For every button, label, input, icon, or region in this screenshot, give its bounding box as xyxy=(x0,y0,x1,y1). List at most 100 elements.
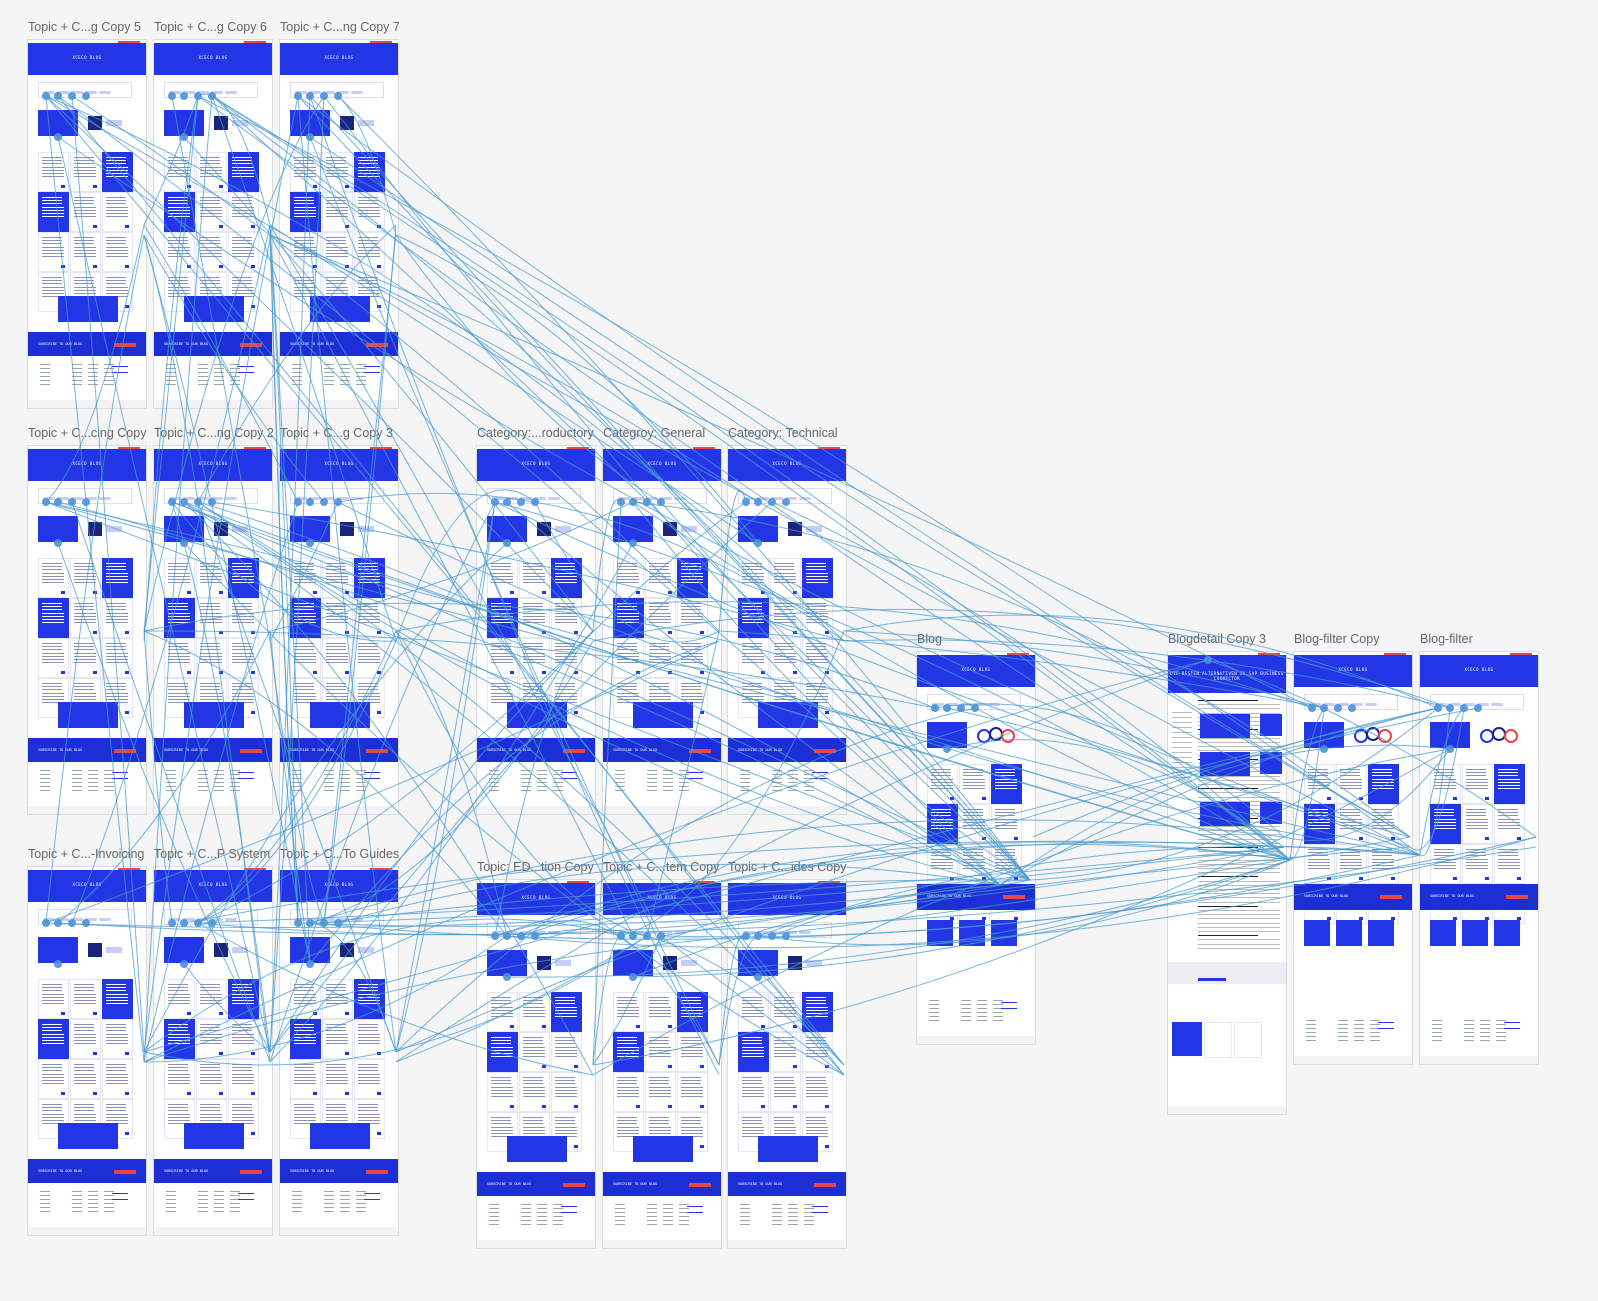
footer-link[interactable] xyxy=(553,1220,563,1221)
filter-chip[interactable] xyxy=(211,91,223,94)
read-more-icon[interactable] xyxy=(377,1092,381,1095)
post-card[interactable] xyxy=(770,638,801,678)
footer-link[interactable] xyxy=(166,380,176,381)
footer-link[interactable] xyxy=(521,774,531,775)
footer-link[interactable] xyxy=(663,1216,673,1217)
read-more-icon[interactable] xyxy=(125,711,129,714)
footer-link[interactable] xyxy=(663,786,673,787)
read-more-icon[interactable] xyxy=(187,631,191,634)
filter-bar[interactable] xyxy=(164,82,258,98)
footer-link[interactable] xyxy=(72,380,82,381)
post-card[interactable] xyxy=(802,992,833,1032)
read-more-icon[interactable] xyxy=(313,591,317,594)
footer-link[interactable] xyxy=(214,380,224,381)
post-card[interactable] xyxy=(228,558,259,598)
footer-link[interactable] xyxy=(788,1208,798,1209)
footer-link[interactable] xyxy=(166,1191,176,1192)
read-more-icon[interactable] xyxy=(1453,877,1457,880)
read-more-icon[interactable] xyxy=(982,877,986,880)
footer-link[interactable] xyxy=(356,1207,366,1208)
footer-link[interactable] xyxy=(166,782,176,783)
footer-link[interactable] xyxy=(993,1020,1003,1021)
footer-link[interactable] xyxy=(553,774,563,775)
filter-chip[interactable] xyxy=(211,497,223,500)
subscribe-button[interactable] xyxy=(114,343,136,347)
nav-cta-button[interactable] xyxy=(118,41,140,43)
footer-link[interactable] xyxy=(356,1203,366,1204)
footer-link[interactable] xyxy=(521,782,531,783)
footer-link[interactable] xyxy=(1354,1036,1364,1037)
footer-link[interactable] xyxy=(40,1207,50,1208)
footer-link[interactable] xyxy=(788,790,798,791)
filter-chip[interactable] xyxy=(337,497,349,500)
post-card[interactable] xyxy=(677,598,708,638)
side-card[interactable] xyxy=(1260,752,1282,774)
post-card[interactable] xyxy=(354,1019,385,1059)
footer-link[interactable] xyxy=(292,790,302,791)
post-card[interactable] xyxy=(196,152,227,192)
footer-link[interactable] xyxy=(230,364,240,365)
post-card[interactable] xyxy=(613,558,644,598)
post-card[interactable] xyxy=(290,192,321,232)
footer-link[interactable] xyxy=(804,774,814,775)
read-more-icon[interactable] xyxy=(1014,837,1018,840)
related-post[interactable] xyxy=(1462,920,1488,946)
nav-cta-button[interactable] xyxy=(1510,653,1532,655)
footer-link[interactable] xyxy=(663,1208,673,1209)
read-more-icon[interactable] xyxy=(574,591,578,594)
read-more-icon[interactable] xyxy=(125,1092,129,1095)
footer-link[interactable] xyxy=(40,376,50,377)
footer-link[interactable] xyxy=(324,786,334,787)
footer-link[interactable] xyxy=(40,1211,50,1212)
post-card[interactable] xyxy=(551,558,582,598)
footer-link[interactable] xyxy=(1464,1036,1474,1037)
post-card[interactable] xyxy=(228,979,259,1019)
footer-link[interactable] xyxy=(615,1212,625,1213)
post-card[interactable] xyxy=(959,804,990,844)
filter-chip[interactable] xyxy=(1449,703,1461,706)
post-card[interactable] xyxy=(70,1059,101,1099)
post-card[interactable] xyxy=(354,1059,385,1099)
filter-chip[interactable] xyxy=(71,91,83,94)
footer-link[interactable] xyxy=(553,786,563,787)
footer-link[interactable] xyxy=(72,790,82,791)
footer-link[interactable] xyxy=(679,790,689,791)
post-card[interactable] xyxy=(322,598,353,638)
filter-chip[interactable] xyxy=(674,931,686,934)
post-card[interactable] xyxy=(354,558,385,598)
footer-link[interactable] xyxy=(214,368,224,369)
read-more-icon[interactable] xyxy=(636,1025,640,1028)
footer-link[interactable] xyxy=(740,1220,750,1221)
featured-post[interactable] xyxy=(38,516,78,542)
footer-link[interactable] xyxy=(292,368,302,369)
post-card[interactable] xyxy=(645,598,676,638)
artboard-bd3[interactable]: DIE BESTEN ALTERNATIVEN ZU SAP BUSINESS … xyxy=(1168,652,1286,1114)
read-more-icon[interactable] xyxy=(377,1012,381,1015)
read-more-icon[interactable] xyxy=(761,1065,765,1068)
footer-link[interactable] xyxy=(740,1212,750,1213)
footer-link[interactable] xyxy=(961,1012,971,1013)
read-more-icon[interactable] xyxy=(825,671,829,674)
read-more-icon[interactable] xyxy=(377,1132,381,1135)
footer-link[interactable] xyxy=(1496,1028,1506,1029)
footer-link[interactable] xyxy=(537,1220,547,1221)
read-more-icon[interactable] xyxy=(377,265,381,268)
post-card[interactable] xyxy=(290,1019,321,1059)
post-card[interactable] xyxy=(802,1072,833,1112)
footer-link[interactable] xyxy=(1480,1020,1490,1021)
footer-link[interactable] xyxy=(340,1191,350,1192)
post-card[interactable] xyxy=(991,764,1022,804)
footer-link[interactable] xyxy=(961,1008,971,1009)
read-more-icon[interactable] xyxy=(125,631,129,634)
read-more-icon[interactable] xyxy=(251,591,255,594)
footer-link[interactable] xyxy=(230,774,240,775)
filter-chip[interactable] xyxy=(646,497,658,500)
post-card[interactable] xyxy=(1336,804,1367,844)
read-more-icon[interactable] xyxy=(825,711,829,714)
footer-link[interactable] xyxy=(788,1212,798,1213)
footer-link[interactable] xyxy=(1306,1024,1316,1025)
read-more-icon[interactable] xyxy=(668,1025,672,1028)
footer-link[interactable] xyxy=(72,786,82,787)
filter-chip[interactable] xyxy=(169,497,181,500)
